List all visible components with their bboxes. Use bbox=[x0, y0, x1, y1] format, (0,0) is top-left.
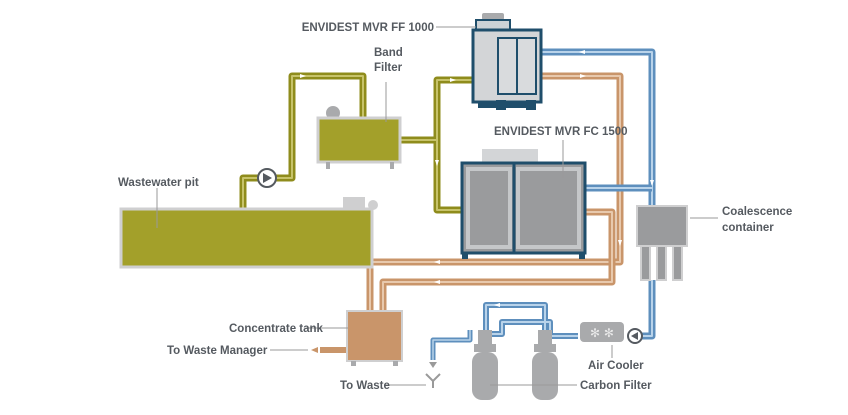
carbon-filter-tank-2 bbox=[532, 352, 558, 400]
band-filter-body bbox=[316, 116, 402, 164]
left-arrow-icon bbox=[311, 347, 318, 353]
mvr-ff-compressor-top bbox=[482, 13, 504, 20]
flow-arrow bbox=[580, 74, 586, 78]
carbon-filters bbox=[472, 330, 558, 400]
band-filter bbox=[316, 106, 402, 169]
distillate-pump bbox=[627, 328, 643, 344]
pipe-to-waste bbox=[430, 330, 473, 360]
concentrate-pipes bbox=[320, 72, 624, 353]
carbon-filter-tank-1 bbox=[472, 352, 498, 400]
mvr-ff-1000-unit bbox=[471, 13, 543, 110]
coalescence-body bbox=[636, 205, 688, 247]
label-concentrate-tank: Concentrate tank bbox=[229, 323, 324, 335]
flow-arrows bbox=[300, 50, 654, 307]
label-coalescence-line2: container bbox=[722, 222, 774, 234]
label-wastewater-pit: Wastewater pit bbox=[118, 177, 199, 189]
down-arrow-icon bbox=[429, 362, 437, 368]
air-cooler-body bbox=[580, 322, 624, 342]
label-air-cooler: Air Cooler bbox=[588, 360, 644, 372]
flow-arrow bbox=[434, 280, 440, 284]
label-band-filter-line1: Band bbox=[374, 47, 403, 59]
pit-basin bbox=[119, 207, 374, 269]
pipe-coalescence-to-cooler bbox=[640, 280, 656, 340]
flow-arrow bbox=[300, 74, 306, 78]
pump bbox=[257, 168, 277, 188]
pipe-cooler-to-carbon bbox=[483, 302, 578, 339]
flow-arrow bbox=[618, 240, 622, 246]
fan-icon: ✻ ✻ bbox=[590, 326, 614, 340]
flow-arrow bbox=[579, 50, 585, 54]
wastewater-pit bbox=[119, 197, 378, 269]
air-cooler: ✻ ✻ bbox=[580, 322, 624, 342]
leader-lines bbox=[156, 26, 718, 386]
label-carbon-filter: Carbon Filter bbox=[580, 380, 652, 392]
pipe-pit-to-pump bbox=[239, 174, 258, 210]
flow-arrow bbox=[650, 180, 654, 186]
flow-arrow bbox=[494, 303, 500, 307]
label-mvr-fc-1500: ENVIDEST MVR FC 1500 bbox=[494, 126, 628, 138]
concentrate-tank-body bbox=[346, 310, 403, 362]
coalescence-container bbox=[636, 205, 688, 281]
label-to-waste-manager: To Waste Manager bbox=[167, 345, 268, 357]
label-band-filter-line2: Filter bbox=[374, 62, 403, 74]
label-to-waste: To Waste bbox=[340, 380, 390, 392]
label-mvr-ff-1000: ENVIDEST MVR FF 1000 bbox=[302, 22, 434, 34]
mvr-fc-top-hood bbox=[482, 149, 538, 163]
waste-drain-icon bbox=[425, 373, 441, 388]
flow-arrow bbox=[435, 160, 439, 166]
pit-hatch bbox=[343, 197, 365, 209]
concentrate-tank bbox=[346, 310, 403, 366]
mvr-fc-1500-unit bbox=[460, 149, 587, 259]
label-coalescence-line1: Coalescence bbox=[722, 206, 792, 218]
flow-arrow bbox=[450, 78, 456, 82]
flow-arrow bbox=[434, 260, 440, 264]
